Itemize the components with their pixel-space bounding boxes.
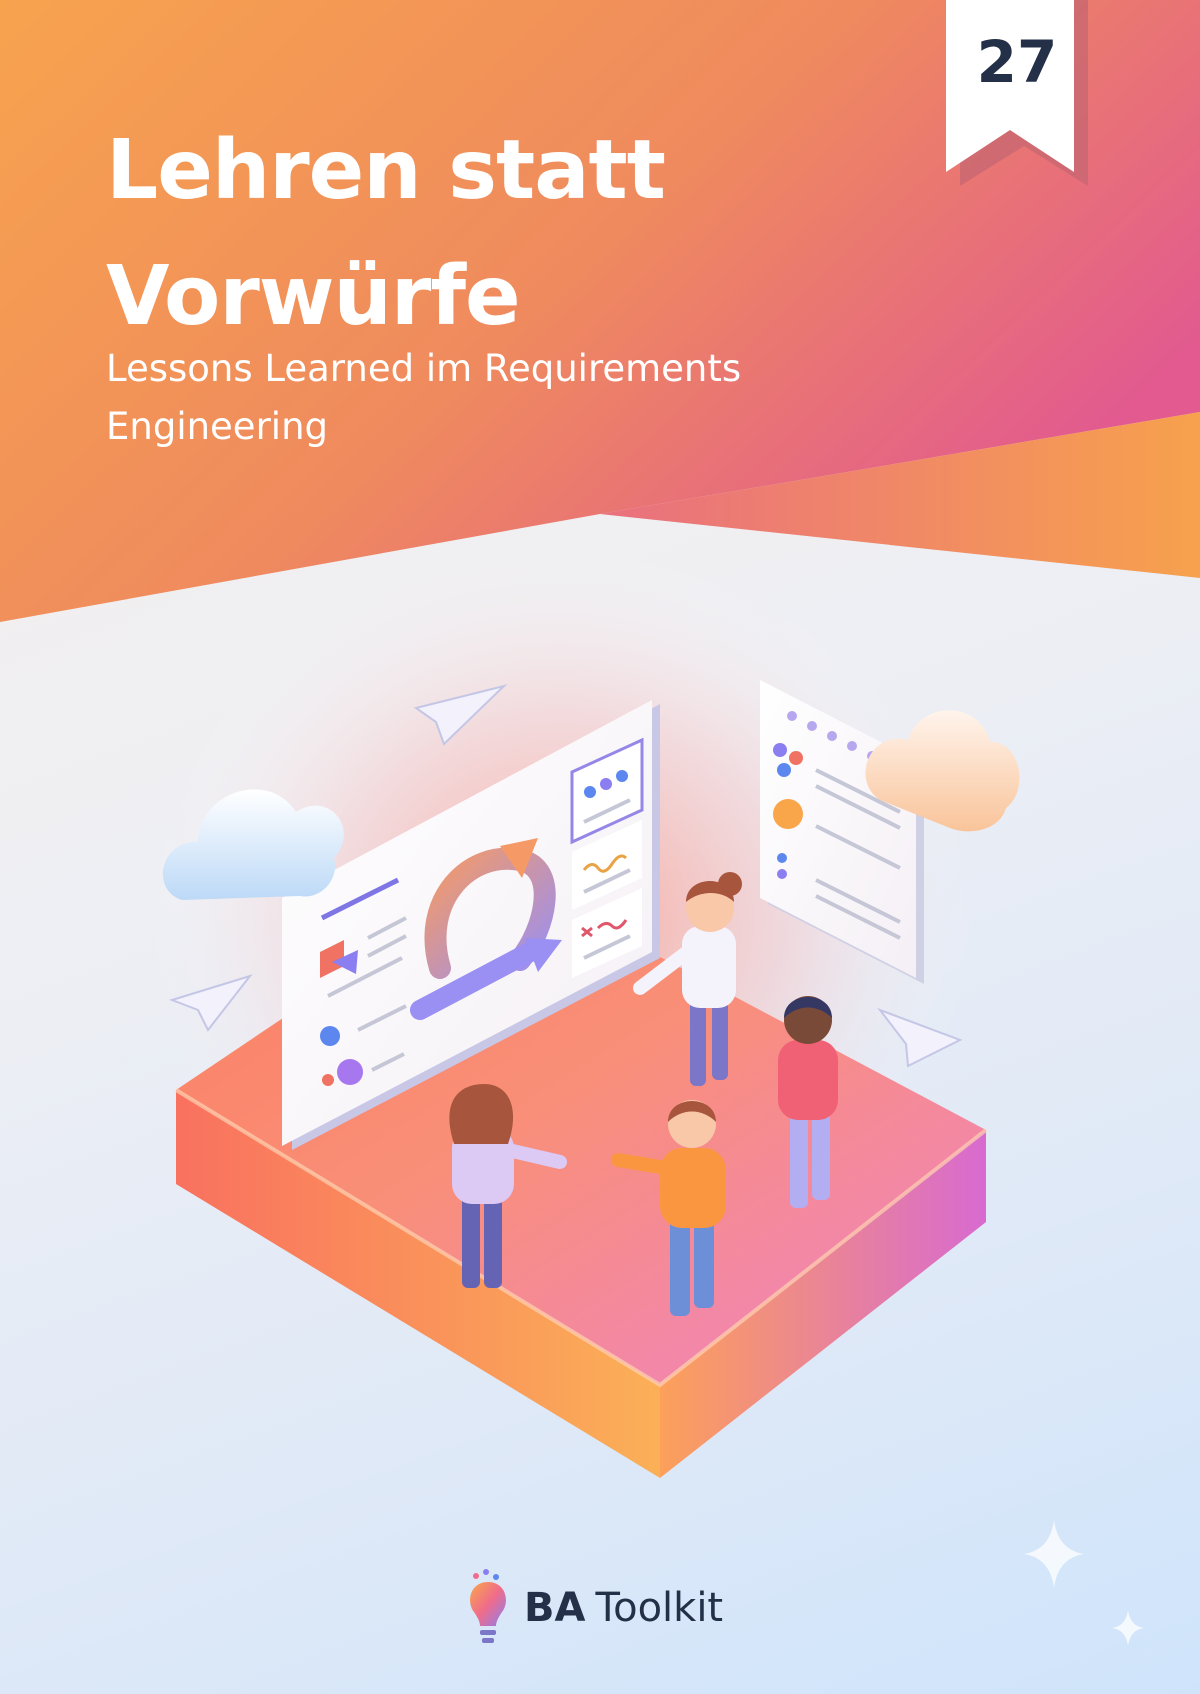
cloud-icon: [865, 710, 1020, 832]
paper-plane-icon: [877, 1007, 963, 1068]
issue-badge: 27: [946, 0, 1088, 186]
person-left: [449, 1084, 567, 1288]
paper-plane-icon: [413, 684, 508, 746]
issue-number: 27: [976, 28, 1058, 96]
sparkle-icon: [1024, 1520, 1084, 1588]
title-line-2: Vorwürfe: [106, 249, 521, 344]
cloud-icon: [162, 789, 344, 900]
sparkle-icon: [1112, 1610, 1144, 1646]
brand-name-bold: BA: [524, 1585, 586, 1631]
cycle-arrows-icon: [410, 838, 562, 1020]
main-screen: [282, 700, 660, 1150]
page-title: Lehren statt Vorwürfe: [106, 108, 666, 360]
title-line-1: Lehren statt: [106, 123, 666, 218]
paper-plane-icon: [168, 974, 253, 1032]
person-right: [778, 996, 838, 1208]
person-center: [611, 1100, 726, 1316]
brand-name-light: Toolkit: [595, 1585, 724, 1631]
header-band: [0, 0, 1200, 622]
page-subtitle: Lessons Learned im Requirements Engineer…: [106, 347, 742, 448]
lightbulb-logo-icon: [470, 1569, 506, 1643]
bookmark-icon: [946, 0, 1088, 186]
person-presenter: [633, 872, 742, 1086]
